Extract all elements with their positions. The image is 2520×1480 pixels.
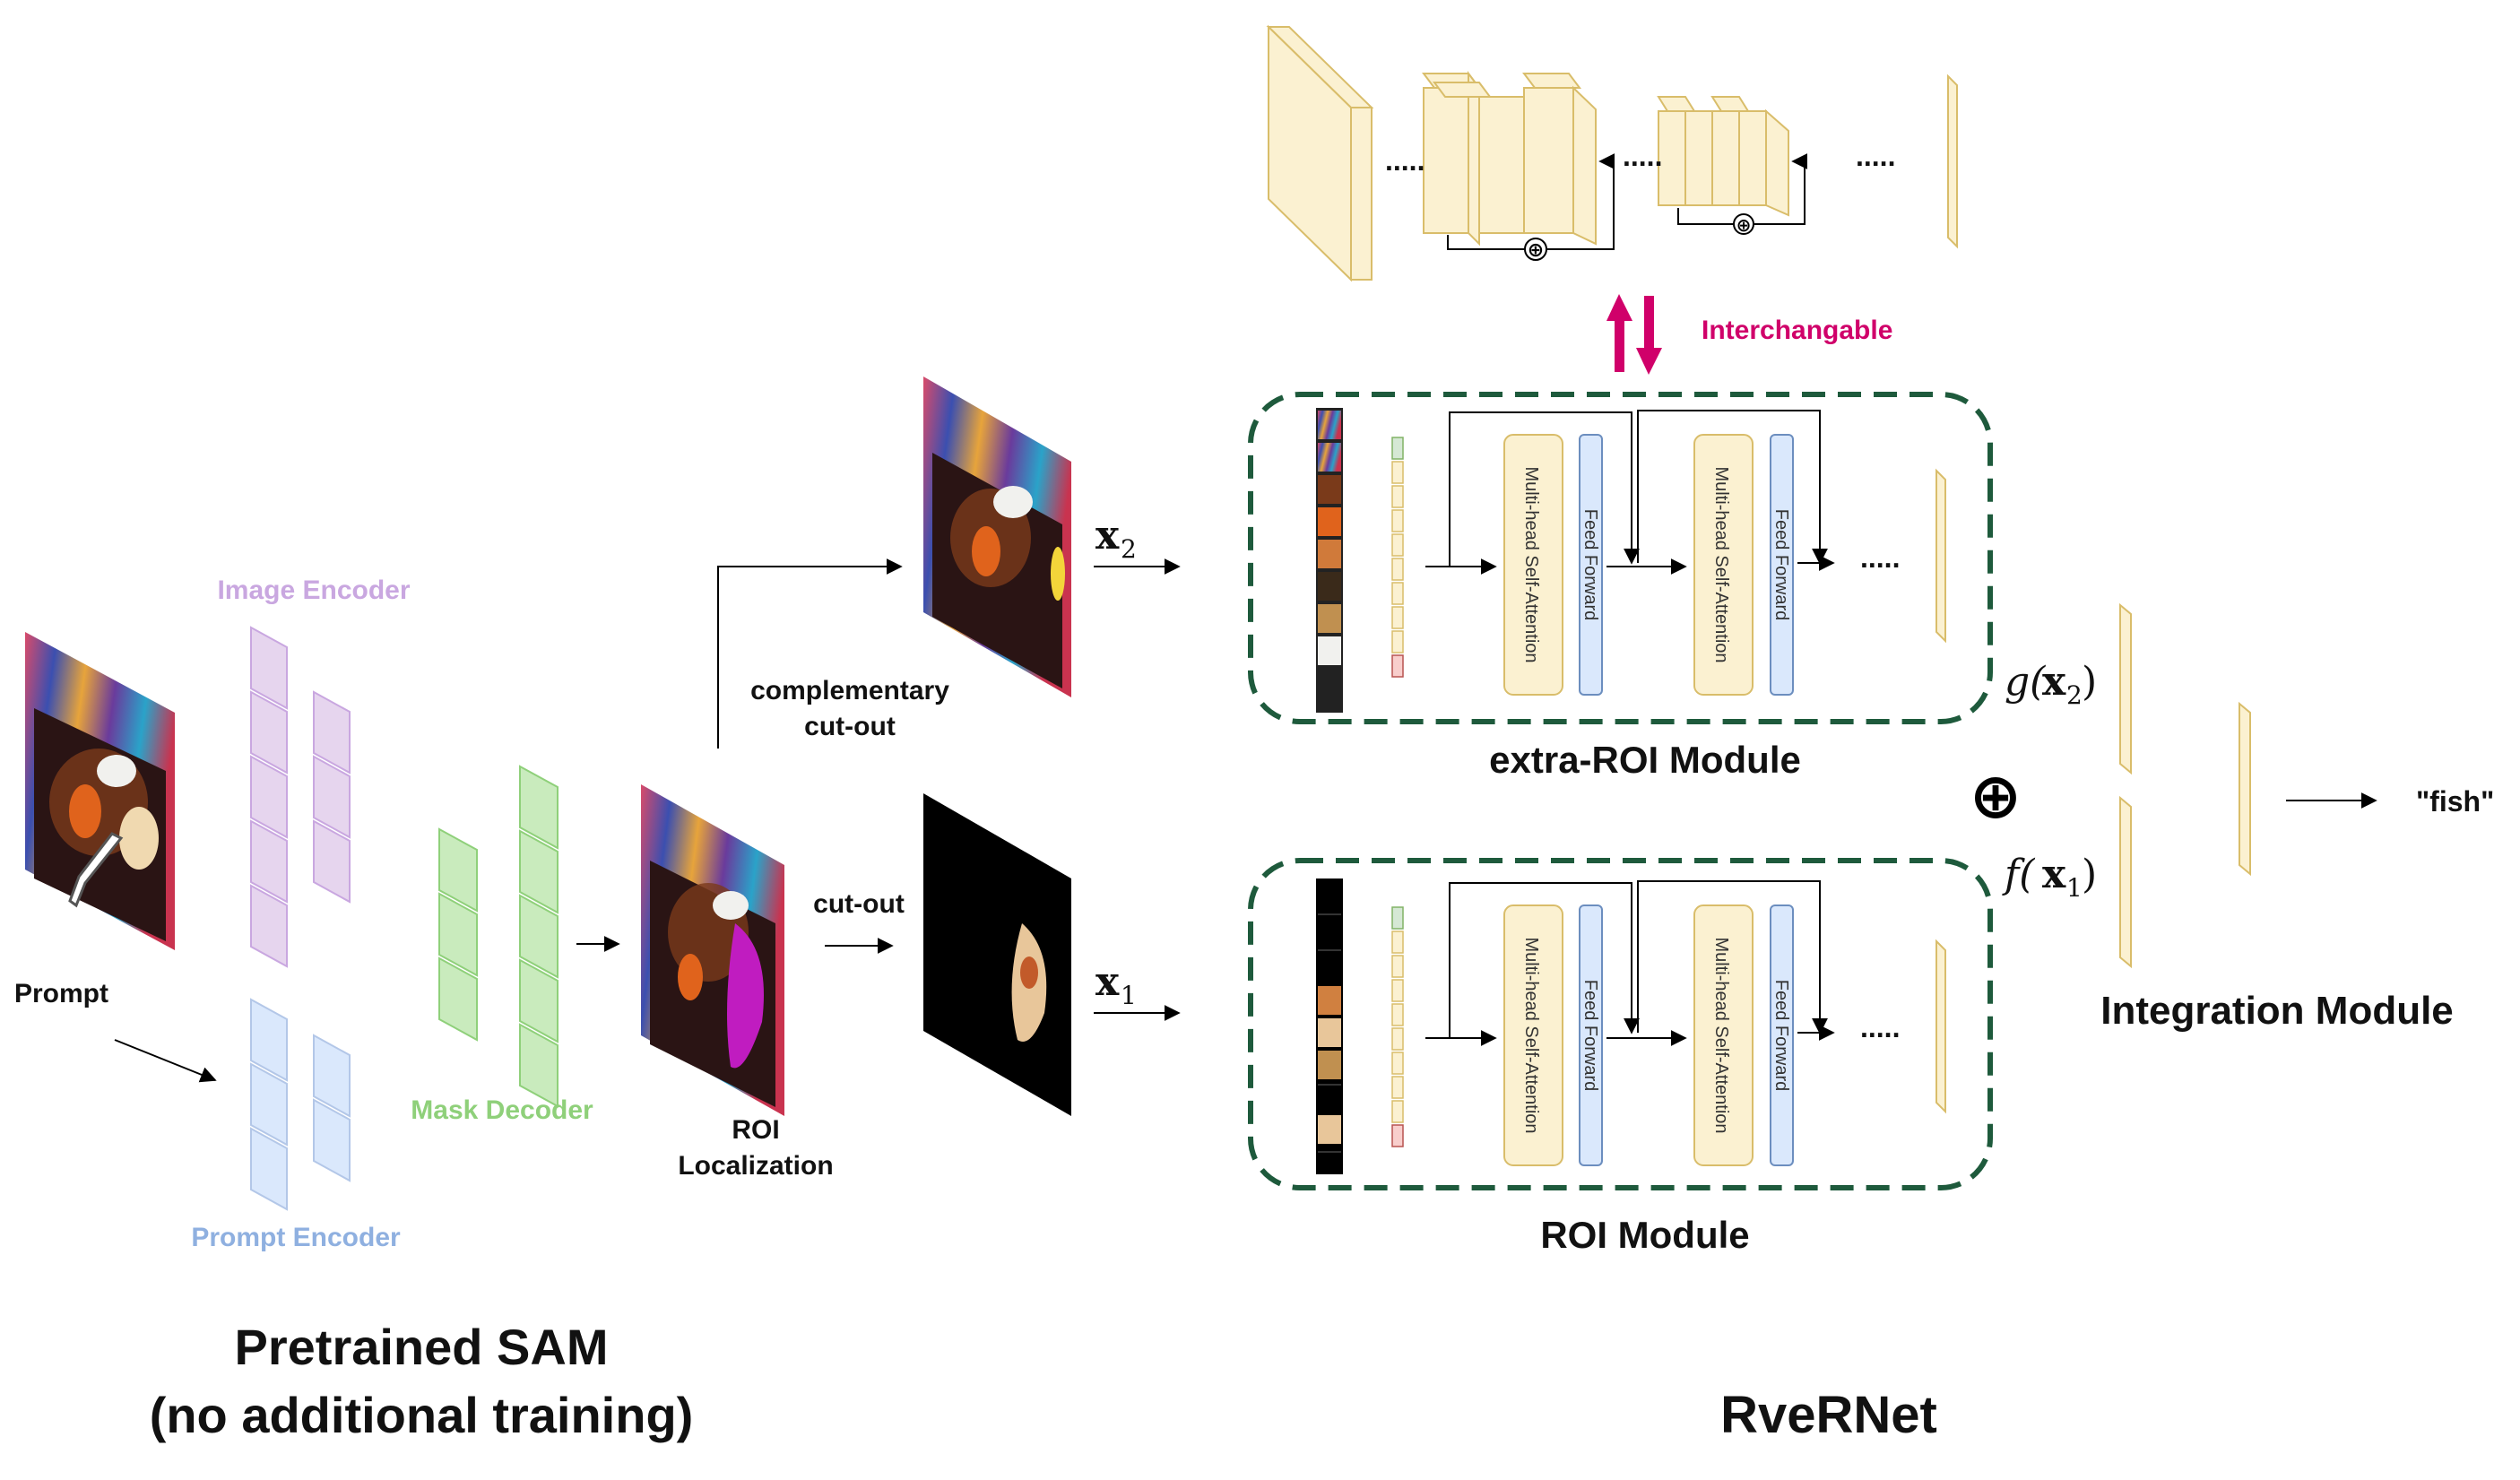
extra-roi-skip-2 (1637, 410, 1828, 565)
image-encoder-blocks (250, 626, 351, 968)
prompt-arrow (114, 1039, 217, 1083)
complementary-label-line2: cut-out (804, 712, 896, 741)
complementary-arrow (717, 558, 903, 749)
roi-localization-label-line1: ROI (732, 1115, 779, 1145)
prompt-label: Prompt (14, 979, 108, 1008)
roi-localization-label-line2: Localization (678, 1151, 833, 1181)
pointer-arrow-icon (68, 832, 124, 908)
svg-text:x: x (1095, 959, 1120, 1005)
x1-label: x 1 (1095, 959, 1137, 1010)
prompt-encoder-blocks (250, 998, 351, 1211)
residual-add-icon-2 (1733, 213, 1754, 235)
integration-add-icon: ⊕ (1970, 761, 2022, 831)
extra-roi-mhsa-2-label: Multi-head Self-Attention (1711, 466, 1731, 662)
interchangable-arrows-icon (1606, 294, 1662, 375)
extra-roi-ff-2-label: Feed Forward (1771, 509, 1791, 621)
extra-roi-skip-1 (1449, 411, 1640, 567)
integration-output-token (2239, 701, 2251, 877)
roi-module-border (1248, 858, 1993, 1190)
roi-ff-1-label: Feed Forward (1580, 980, 1600, 1092)
complementary-cutout-image (923, 376, 1071, 697)
input-food-image (25, 632, 175, 950)
svg-text:): ) (2082, 852, 2097, 897)
roi-mhsa-2-label: Multi-head Self-Attention (1711, 937, 1731, 1133)
extra-roi-ff-2 (1770, 434, 1794, 696)
roi-mhsa-2 (1693, 904, 1754, 1166)
residual-add-symbol-2: ⊕ (1736, 216, 1752, 236)
f-x1-label: f( x 1 ) (2002, 852, 2097, 903)
roi-ff-2-label: Feed Forward (1771, 980, 1791, 1092)
extra-roi-dots: ..... (1860, 541, 1900, 574)
extra-roi-patches (1316, 408, 1343, 713)
mask-decoder-label: Mask Decoder (411, 1095, 593, 1125)
cnn-dots-3: ..... (1856, 140, 1895, 172)
roi-skip-1 (1449, 882, 1640, 1038)
residual-connection-2 (1677, 153, 1808, 225)
roi-output-token (1935, 939, 1946, 1114)
cnn-dots-1: ..... (1385, 144, 1425, 177)
residual-add-icon-1 (1524, 238, 1547, 261)
roi-skip-2 (1637, 880, 1828, 1034)
svg-text:1: 1 (1121, 981, 1137, 1010)
extra-roi-ff-1 (1579, 434, 1603, 696)
svg-text:g(: g( (2005, 659, 2046, 705)
extra-roi-tokens (1391, 437, 1404, 678)
extra-roi-ff-1-label: Feed Forward (1580, 509, 1600, 621)
roi-mhsa-1-label: Multi-head Self-Attention (1521, 937, 1541, 1133)
svg-text:x: x (2042, 852, 2066, 897)
svg-text:2: 2 (1121, 534, 1137, 564)
roi-mhsa-1 (1503, 904, 1563, 1166)
extra-roi-mhsa-1 (1503, 434, 1563, 696)
roi-tokens (1391, 906, 1404, 1147)
extra-roi-mhsa-2 (1693, 434, 1754, 696)
extra-roi-module-border (1248, 392, 1993, 724)
integration-module-label: Integration Module (2100, 989, 2454, 1033)
svg-text:x: x (1095, 513, 1120, 558)
rvernet-title: RveRNet (1720, 1386, 1937, 1444)
extra-roi-output-token (1935, 468, 1946, 644)
roi-patches (1316, 878, 1343, 1174)
svg-text:f(: f( (2002, 852, 2035, 897)
roi-dots: ..... (1860, 1011, 1900, 1043)
roi-ff-2 (1770, 904, 1794, 1166)
svg-text:): ) (2082, 659, 2097, 705)
cutout-image (923, 793, 1071, 1116)
extra-roi-mhsa-1-label: Multi-head Self-Attention (1521, 466, 1541, 662)
sam-title-line1: Pretrained SAM (235, 1319, 609, 1375)
output-label: "fish" (2416, 785, 2494, 818)
prompt-encoder-label: Prompt Encoder (191, 1223, 401, 1252)
g-x2-label: g( x 2 ) (2005, 659, 2097, 710)
cnn-dots-2: ..... (1623, 140, 1662, 172)
roi-module-label: ROI Module (1540, 1214, 1749, 1256)
cnn-backbone (1266, 24, 1958, 282)
roi-ff-1 (1579, 904, 1603, 1166)
integration-token-f (2119, 795, 2132, 969)
image-encoder-label: Image Encoder (217, 576, 410, 605)
svg-text:2: 2 (2066, 680, 2083, 710)
interchangable-label: Interchangable (1702, 316, 1892, 345)
residual-add-symbol-1: ⊕ (1528, 238, 1544, 261)
roi-localization-image (641, 784, 784, 1116)
svg-text:1: 1 (2066, 873, 2083, 903)
cutout-label: cut-out (813, 889, 905, 919)
integration-token-g (2119, 602, 2132, 775)
extra-roi-module-label: extra-ROI Module (1489, 739, 1801, 781)
mask-decoder-blocks (438, 765, 559, 1108)
svg-text:x: x (2042, 659, 2066, 705)
sam-title-line2: (no additional training) (150, 1387, 694, 1443)
x2-label: x 2 (1095, 513, 1137, 564)
residual-connection-1 (1447, 153, 1615, 250)
complementary-label-line1: complementary (750, 676, 949, 705)
